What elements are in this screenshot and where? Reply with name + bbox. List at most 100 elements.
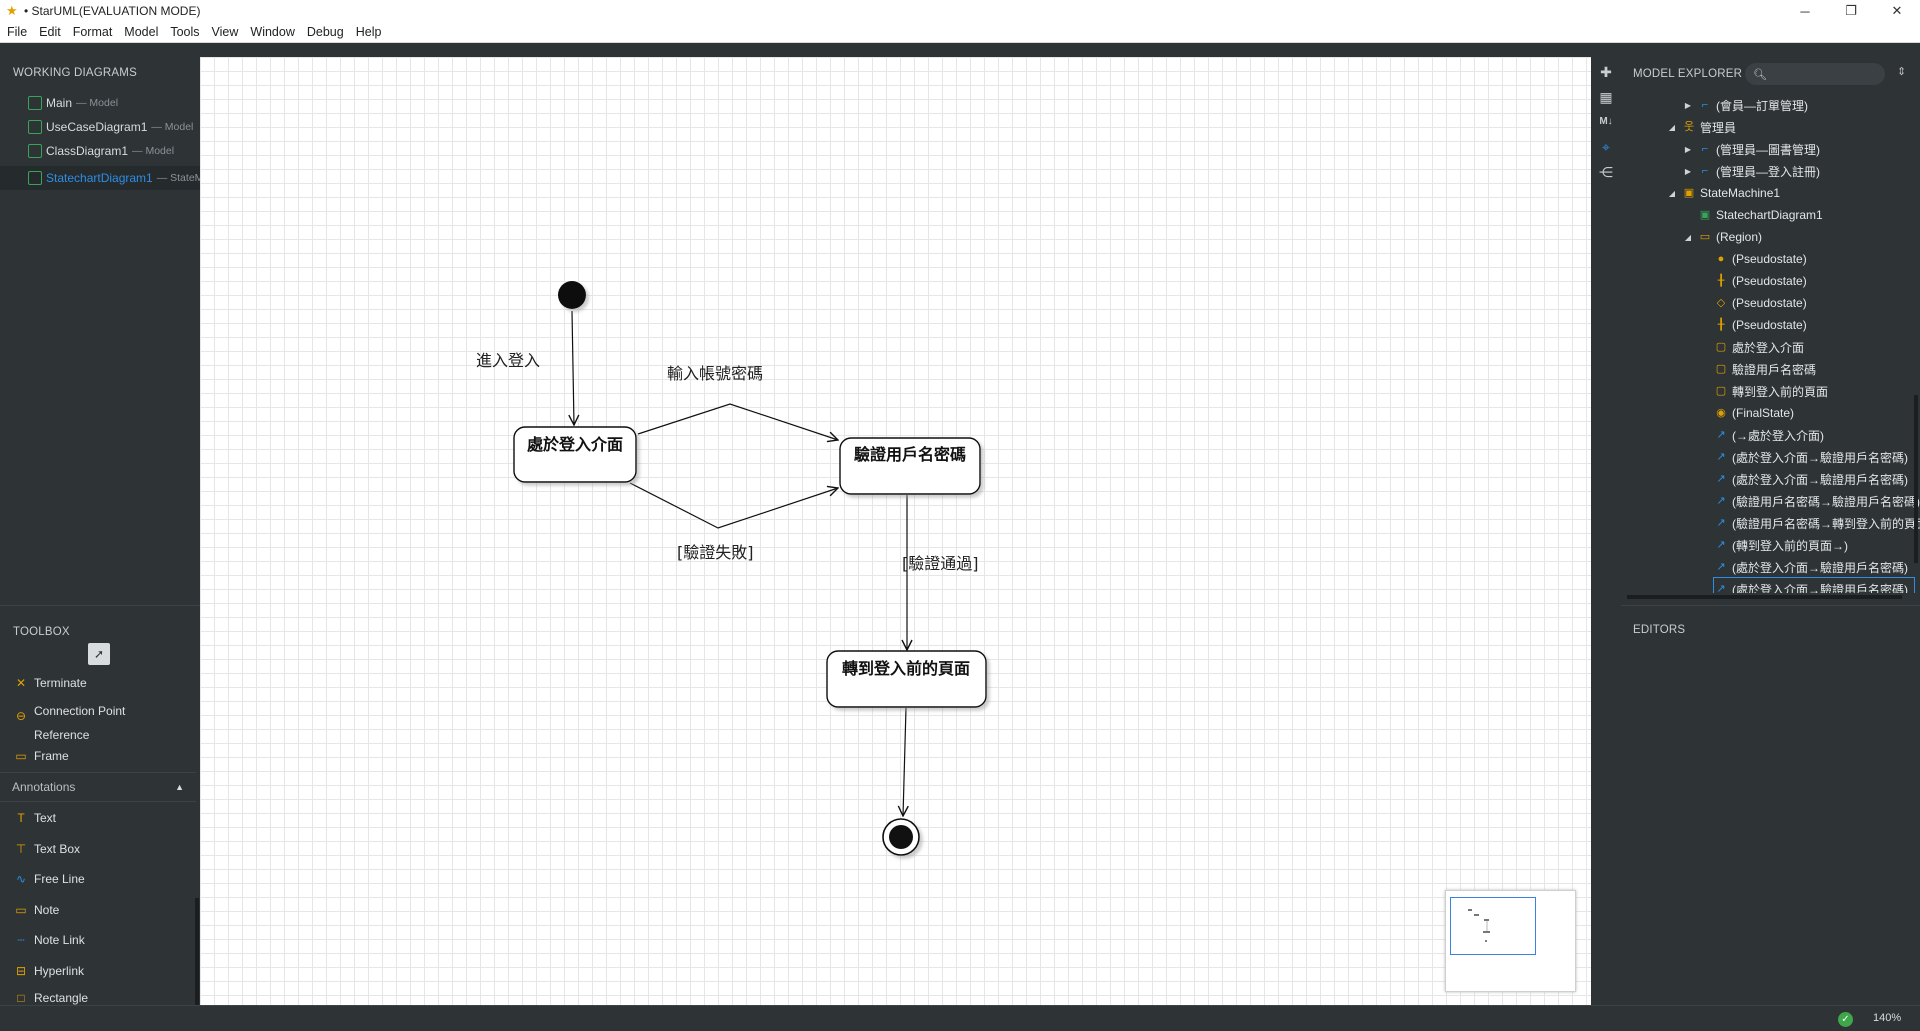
menu-edit[interactable]: Edit [39, 25, 61, 39]
tool-text-box[interactable]: ⊤ Text Box [0, 837, 196, 861]
tool-label: Note [34, 903, 60, 917]
tree-item[interactable]: ↗(→處於登入介面) [1698, 424, 1824, 446]
tool-text[interactable]: T Text [0, 806, 196, 830]
state-redirect-previous-page[interactable]: 轉到登入前的頁面 [826, 650, 987, 708]
tool-rectangle[interactable]: □ Rectangle [0, 989, 196, 1006]
extensions-puzzle-icon[interactable]: ✚ [1600, 64, 1612, 80]
working-diagram-statechart[interactable]: StatechartDiagram1 — StateMachine1 [0, 166, 200, 190]
minimize-button[interactable]: ─ [1800, 3, 1810, 19]
search-icon: 🔍︎ [1753, 68, 1767, 81]
fork-pseudostate-icon: ╂ [1717, 275, 1725, 287]
model-explorer-vertical-scrollbar[interactable] [1914, 395, 1918, 563]
menu-tools[interactable]: Tools [170, 25, 200, 39]
working-diagram-usecase[interactable]: UseCaseDiagram1 — Model [0, 115, 200, 139]
transition-input-credentials[interactable] [637, 403, 838, 440]
menu-view[interactable]: View [211, 25, 239, 39]
tree-item[interactable]: ▣StatechartDiagram1 [1699, 208, 1823, 222]
annotations-section-header[interactable]: Annotations ▲ [0, 772, 196, 802]
transition-label-enter-login[interactable]: 進入登入 [476, 351, 540, 370]
tree-item[interactable]: ╂(Pseudostate) [1698, 270, 1807, 292]
tool-terminate[interactable]: ✕ Terminate [0, 674, 196, 692]
canvas-top-strip [200, 43, 1591, 57]
transition-icon: ↗ [1716, 495, 1726, 507]
tree-item[interactable]: ╂(Pseudostate) [1698, 314, 1807, 336]
statechart-diagram-icon [28, 171, 42, 185]
state-name: 轉到登入前的頁面 [842, 659, 970, 678]
tool-free-line[interactable]: ∿ Free Line [0, 867, 196, 891]
transition-to-final[interactable] [903, 707, 906, 816]
tool-note[interactable]: ▭ Note [0, 898, 196, 922]
tree-item[interactable]: ▢處於登入介面 [1715, 340, 1805, 355]
association-icon: ⌐ [1701, 165, 1709, 177]
menu-file[interactable]: File [7, 25, 28, 39]
tree-item[interactable]: ◢▣StateMachine1 [1666, 182, 1780, 204]
transition-verify-failed[interactable] [629, 482, 838, 529]
tool-hyperlink[interactable]: ⊟ Hyperlink [0, 959, 196, 983]
tree-item-selected[interactable]: ↗(處於登入介面→驗證用戶名密碼) [1713, 577, 1915, 593]
share-icon[interactable]: ⋲ [1599, 164, 1613, 180]
tree-item[interactable]: ▶⌐(管理員—圖書管理) [1682, 138, 1820, 160]
state-verify-credentials[interactable]: 驗證用戶名密碼 [839, 437, 981, 495]
transition-icon: ↗ [1716, 583, 1726, 593]
model-explorer-search-input[interactable]: 🔍︎ [1745, 63, 1885, 85]
transition-icon: ↗ [1716, 539, 1726, 551]
layout-panel-icon[interactable]: ▦ [1599, 89, 1613, 105]
navigator-crosshair-icon[interactable]: ⌖ [1602, 139, 1610, 155]
toolbox-scrollbar[interactable] [195, 898, 199, 1014]
validation-ok-icon[interactable]: ✓ [1838, 1012, 1853, 1027]
tree-item[interactable]: ▶⌐(會員—訂單管理) [1682, 94, 1808, 116]
zoom-level[interactable]: 140% [1873, 1012, 1902, 1024]
transition-initial-to-login[interactable] [572, 310, 574, 425]
close-button[interactable]: ✕ [1891, 3, 1903, 18]
tree-item[interactable]: ▢轉到登入前的頁面 [1715, 384, 1829, 399]
hyperlink-icon: ⊟ [15, 964, 27, 978]
menu-debug[interactable]: Debug [306, 25, 344, 39]
tree-item[interactable]: ◢▭(Region) [1682, 226, 1762, 248]
menu-format[interactable]: Format [72, 25, 113, 39]
tool-frame[interactable]: ▭ Frame [0, 744, 196, 768]
diagram-minimap[interactable] [1445, 890, 1576, 992]
tree-item[interactable]: ↗(轉到登入前的頁面→) [1698, 534, 1848, 556]
model-explorer-horizontal-scrollbar[interactable] [1627, 595, 1902, 599]
transition-label-verify-passed[interactable]: [驗證通過] [902, 554, 979, 573]
tool-label: Note Link [34, 933, 85, 947]
tree-item[interactable]: ↗(驗證用戶名密碼→轉到登入前的頁面) [1698, 512, 1920, 534]
menu-model[interactable]: Model [124, 25, 159, 39]
sort-toggle-icon[interactable]: ⇕ [1897, 66, 1907, 78]
menu-window[interactable]: Window [250, 25, 295, 39]
tree-item[interactable]: ◉(FinalState) [1698, 402, 1794, 424]
association-icon: ⌐ [1701, 99, 1709, 111]
collapse-caret-icon: ◢ [1668, 122, 1676, 132]
pointer-tool-button[interactable]: ➚ [88, 643, 110, 665]
staruml-logo-icon: ★ [6, 3, 18, 18]
markdown-icon[interactable]: M↓ [1599, 116, 1613, 127]
minimap-viewport[interactable] [1450, 897, 1536, 955]
initial-state[interactable] [558, 281, 586, 309]
working-diagram-main[interactable]: Main — Model [0, 91, 200, 115]
state-login-interface[interactable]: 處於登入介面 [513, 426, 637, 483]
menu-help[interactable]: Help [355, 25, 382, 39]
tree-item[interactable]: ▢驗證用戶名密碼 [1715, 362, 1817, 377]
tree-item[interactable]: ●(Pseudostate) [1698, 248, 1807, 270]
tool-note-link[interactable]: ┄ Note Link [0, 928, 196, 952]
collapse-caret-icon: ◢ [1684, 232, 1692, 242]
transition-label-input-credentials[interactable]: 輸入帳號密碼 [667, 364, 763, 383]
final-state[interactable] [882, 818, 920, 856]
diagram-canvas[interactable]: 處於登入介面 驗證用戶名密碼 轉到登入前的頁面 進入登入 輸入帳號密碼 [驗證失… [200, 57, 1591, 1005]
tree-item[interactable]: ↗(處於登入介面→驗證用戶名密碼) [1698, 446, 1908, 468]
tree-item[interactable]: ◇(Pseudostate) [1698, 292, 1807, 314]
working-diagrams-header: WORKING DIAGRAMS [13, 67, 137, 79]
working-diagram-class[interactable]: ClassDiagram1 — Model [0, 139, 200, 163]
tree-item[interactable]: ↗(處於登入介面→驗證用戶名密碼) [1698, 556, 1908, 578]
maximize-button[interactable]: ❐ [1845, 3, 1857, 18]
transition-icon: ↗ [1716, 561, 1726, 573]
tree-item[interactable]: ↗(處於登入介面→驗證用戶名密碼) [1698, 468, 1908, 490]
transition-label-verify-failed[interactable]: [驗證失敗] [677, 543, 754, 562]
tree-item[interactable]: ↗(驗證用戶名密碼→驗證用戶名密碼) [1698, 490, 1920, 512]
tree-item[interactable]: ▶⌐(管理員—登入註冊) [1682, 160, 1820, 182]
text-box-icon: ⊤ [15, 842, 27, 856]
diagram-owner: — Model [151, 121, 194, 133]
